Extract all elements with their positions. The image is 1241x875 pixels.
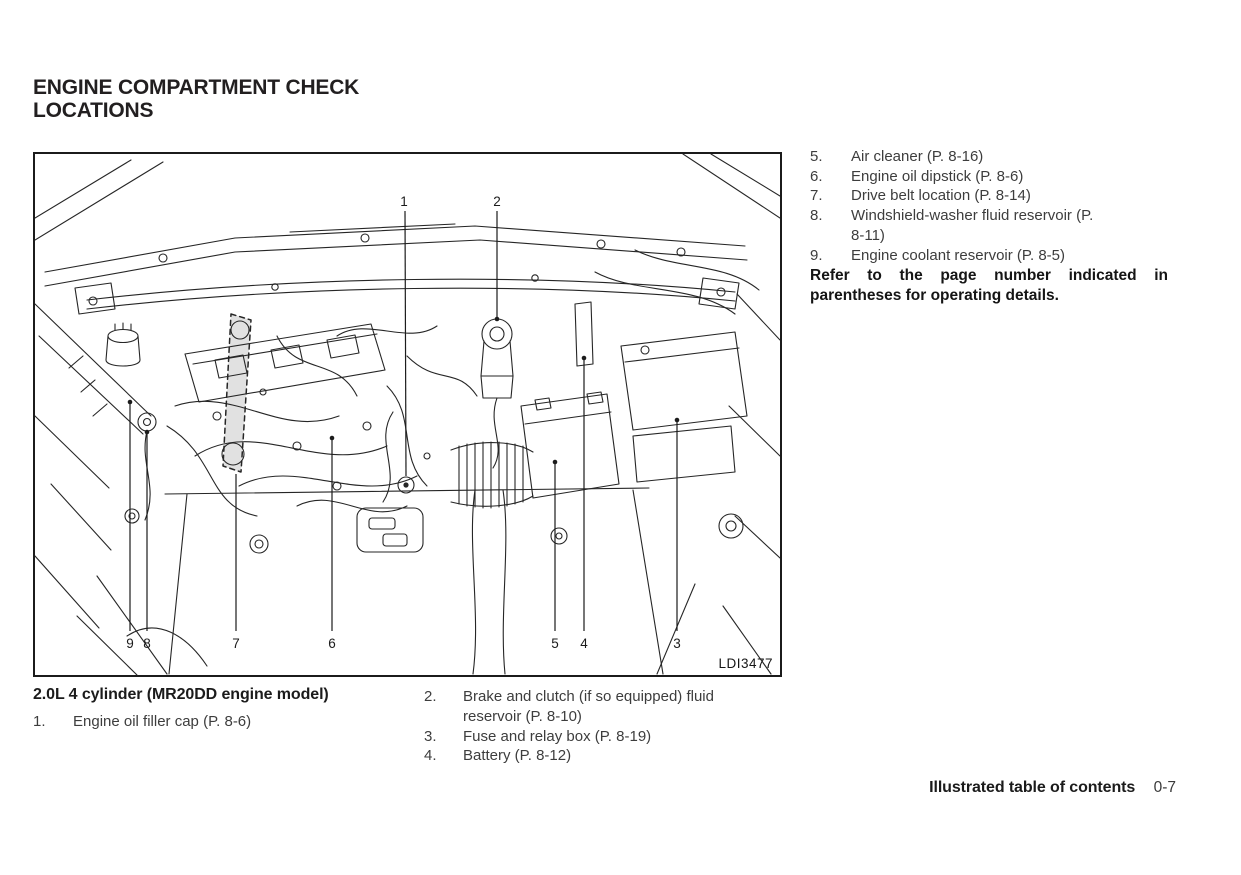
callout-7: 7 (232, 636, 240, 651)
page-footer: Illustrated table of contents 0-7 (929, 779, 1176, 797)
callout-6: 6 (328, 636, 336, 651)
callout-9: 9 (126, 636, 134, 651)
legend-item-8: 8. Windshield-washer fluid reservoir (P.… (810, 206, 1170, 245)
legend-item-number: 5. (810, 148, 823, 165)
legend-item-text: Engine coolant reservoir (P. 8-5) (851, 246, 1065, 264)
engine-compartment-illustration: 1 2 9 8 7 6 5 4 3 LDI3477 (35, 154, 780, 675)
legend-item-text: Battery (P. 8-12) (463, 747, 572, 765)
page-title-line2: LOCATIONS (33, 99, 154, 122)
legend-item-text: Brake and clutch (if so equipped) fluid … (463, 688, 714, 725)
callout-4: 4 (580, 636, 588, 651)
legend-item-7: 7. Drive belt location (P. 8-14) (810, 186, 1170, 206)
legend-item-number: 6. (810, 167, 823, 185)
legend-item-number: 4. (424, 747, 437, 765)
legend-right-column: 5. Air cleaner (P. 8-16) 6. Engine oil d… (810, 147, 1170, 306)
legend-item-9: 9. Engine coolant reservoir (P. 8-5) (810, 246, 1170, 266)
legend-item-6: 6. Engine oil dipstick (P. 8-6) (810, 167, 1170, 187)
legend-item-2: 2. Brake and clutch (if so equipped) flu… (424, 687, 769, 727)
page-title-line1: ENGINE COMPARTMENT CHECK (33, 76, 360, 99)
legend-item-text: Air cleaner (P. 8-16) (851, 148, 984, 165)
legend-item-number: 2. (424, 688, 437, 705)
legend-item-number: 1. (33, 713, 46, 730)
engine-model-heading: 2.0L 4 cylinder (MR20DD engine model) (33, 686, 329, 703)
legend-item-1: 1. Engine oil filler cap (P. 8-6) (33, 712, 393, 732)
callout-3: 3 (673, 636, 681, 651)
legend-item-3: 3. Fuse and relay box (P. 8-19) (424, 727, 769, 747)
legend-item-number: 9. (810, 246, 823, 264)
legend-item-number: 7. (810, 187, 823, 205)
legend-item-text: Fuse and relay box (P. 8-19) (463, 727, 652, 745)
figure-code: LDI3477 (718, 656, 773, 671)
callout-leader-lines (127, 210, 680, 631)
page-reference-note: Refer to the page number indicated in pa… (810, 267, 1168, 305)
legend-item-text: Engine oil dipstick (P. 8-6) (851, 167, 1024, 185)
legend-bottom-middle-column: 2. Brake and clutch (if so equipped) flu… (424, 687, 769, 766)
legend-item-text: Windshield-washer fluid reservoir (P. 8-… (851, 207, 1094, 244)
callout-8: 8 (143, 636, 151, 651)
callout-2: 2 (493, 194, 501, 209)
legend-item-4: 4. Battery (P. 8-12) (424, 746, 769, 766)
callout-1: 1 (400, 194, 408, 209)
legend-item-number: 8. (810, 207, 823, 225)
footer-page-number: 0-7 (1153, 779, 1176, 796)
footer-section-title: Illustrated table of contents (929, 779, 1136, 796)
legend-bottom-left-column: 1. Engine oil filler cap (P. 8-6) (33, 712, 393, 732)
legend-item-number: 3. (424, 727, 437, 745)
callout-numbers: 1 2 9 8 7 6 5 4 3 (126, 194, 681, 651)
engine-line-art (35, 154, 780, 675)
page-title: ENGINE COMPARTMENT CHECK LOCATIONS (33, 76, 359, 122)
legend-item-text: Drive belt location (P. 8-14) (851, 187, 1031, 205)
legend-item-5: 5. Air cleaner (P. 8-16) (810, 147, 1170, 167)
callout-5: 5 (551, 636, 559, 651)
legend-item-text: Engine oil filler cap (P. 8-6) (73, 713, 252, 730)
engine-diagram-frame: 1 2 9 8 7 6 5 4 3 LDI3477 (33, 152, 782, 677)
